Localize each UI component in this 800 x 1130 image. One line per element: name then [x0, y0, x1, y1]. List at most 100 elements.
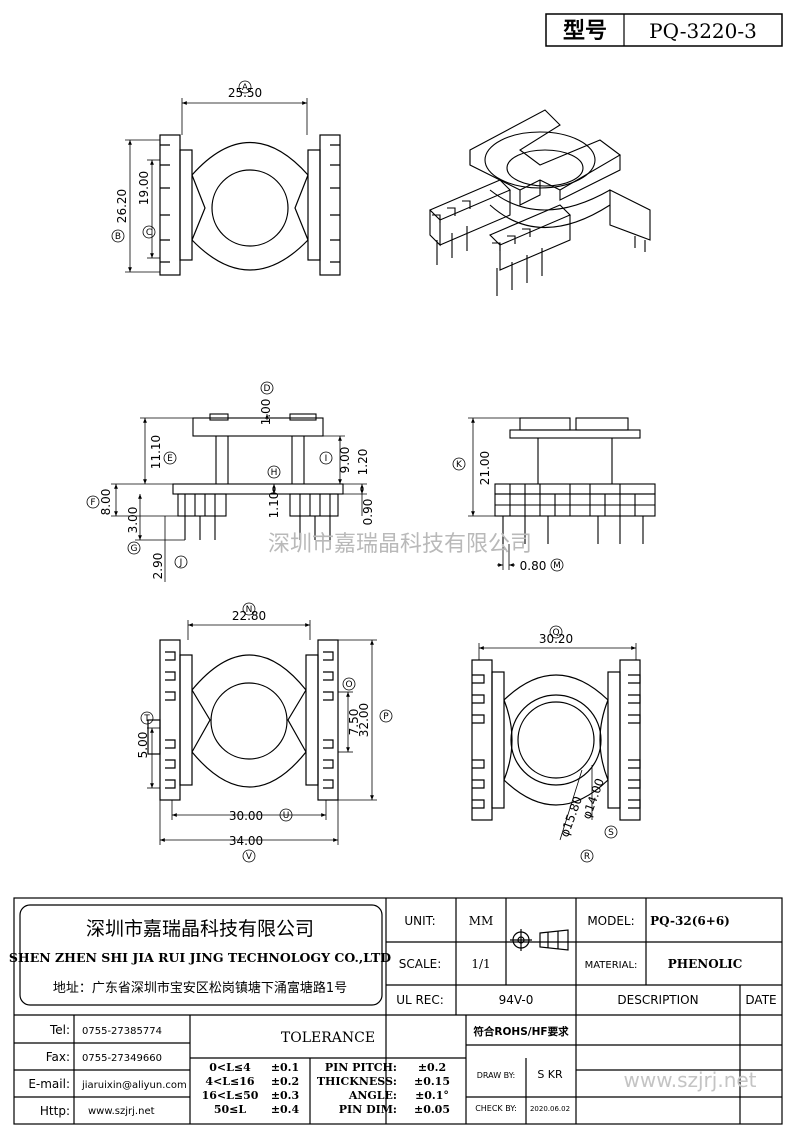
dim-Q: 30.20 [539, 632, 573, 646]
dim-A: 25.50 [228, 86, 262, 100]
dim-O: 7.50 [347, 709, 361, 736]
dim-C: 19.00 [137, 171, 151, 205]
isometric-view [429, 109, 651, 296]
label-Q: Q [552, 628, 559, 638]
model-value: PQ-32(6+6) [650, 914, 730, 928]
tol-itemval-1: ±0.15 [414, 1075, 450, 1088]
dim-T: 5.00 [136, 732, 150, 759]
label-R: R [584, 852, 590, 862]
label-G: G [131, 544, 138, 554]
scale-label: SCALE: [399, 957, 442, 971]
email-label: E-mail: [28, 1077, 70, 1091]
date-label: DATE [745, 993, 776, 1007]
tol-itemval-3: ±0.05 [414, 1103, 450, 1116]
tol-range-1: 4<L≤16 [205, 1075, 254, 1088]
label-U: U [283, 811, 290, 821]
tol-value-2: ±0.3 [271, 1089, 299, 1102]
label-M: M [553, 561, 561, 571]
dim-I2: 1.20 [356, 449, 370, 476]
dim-B: 26.20 [115, 189, 129, 223]
dim-Jb: 0.90 [361, 499, 375, 526]
front-view [172, 413, 344, 540]
tol-itemval-0: ±0.2 [418, 1061, 446, 1074]
label-O: O [345, 680, 352, 690]
ul-value: 94V-0 [499, 993, 534, 1007]
ul-label: UL REC: [396, 993, 444, 1007]
front-view-dimensions [86, 381, 367, 582]
tol-item-1: THICKNESS: [317, 1075, 397, 1088]
dim-M: 0.80 [520, 559, 547, 573]
tol-value-0: ±0.1 [271, 1061, 299, 1074]
watermark-url: www.szjrj.net [623, 1068, 756, 1092]
rohs-note: 符合ROHS/HF要求 [473, 1025, 569, 1038]
tolerance-table: 0<L≤4 ±0.1 PIN PITCH: ±0.2 4<L≤16 ±0.2 T… [202, 1061, 450, 1116]
label-C: C [146, 228, 152, 238]
label-E: E [167, 454, 173, 464]
company-address: 地址：广东省深圳市宝安区松岗镇塘下涌富塘路1号 [53, 980, 347, 996]
tol-value-1: ±0.2 [271, 1075, 299, 1088]
tol-range-2: 16<L≤50 [202, 1089, 259, 1102]
side-view-dimensions [452, 417, 564, 572]
label-N: N [246, 605, 253, 615]
unit-label: UNIT: [404, 914, 435, 928]
tel-label: Tel: [49, 1023, 70, 1037]
http-label: Http: [40, 1104, 70, 1118]
tol-value-3: ±0.4 [271, 1103, 300, 1116]
label-B: B [115, 232, 121, 242]
material-label: MATERIAL: [585, 960, 638, 971]
description-label: DESCRIPTION [617, 993, 698, 1007]
label-A: A [242, 83, 249, 93]
tol-range-0: 0<L≤4 [209, 1061, 251, 1074]
dim-I: 9.00 [338, 447, 352, 474]
draw-value: S KR [537, 1068, 563, 1081]
underside-view-dimensions [478, 625, 637, 863]
tol-range-3: 50≤L [214, 1103, 247, 1116]
dim-G: 3.00 [126, 507, 140, 534]
check-value: 2020.06.02 [530, 1105, 570, 1113]
model-label: MODEL: [587, 914, 634, 928]
dim-E: 11.10 [149, 435, 163, 469]
watermark-company: 深圳市嘉瑞晶科技有限公司 [268, 532, 532, 557]
label-P: P [383, 712, 389, 722]
draw-label: DRAW BY: [477, 1071, 515, 1080]
fax-label: Fax: [46, 1050, 70, 1064]
model-number-box: 型号 PQ-3220-3 [545, 13, 783, 47]
material-value: PHENOLIC [668, 957, 743, 971]
dim-D: 1.00 [259, 399, 273, 426]
label-V: V [246, 852, 253, 862]
tol-itemval-2: ±0.1° [415, 1089, 449, 1102]
bottom-view-dimensions [140, 602, 393, 863]
check-label: CHECK BY: [475, 1104, 517, 1113]
label-H: H [271, 468, 278, 478]
tolerance-title: TOLERANCE [281, 1030, 375, 1046]
label-F: F [90, 498, 95, 508]
title-block [13, 897, 783, 1125]
tol-item-0: PIN PITCH: [325, 1061, 397, 1074]
label-D: D [264, 384, 271, 394]
dim-P: 32.00 [357, 703, 371, 737]
top-view-dimensions [111, 80, 308, 273]
label-K: K [456, 460, 463, 470]
scale-value: 1/1 [471, 957, 490, 971]
label-J: J [179, 558, 183, 568]
tol-item-3: PIN DIM: [339, 1103, 397, 1116]
dim-N: 22.80 [232, 609, 266, 623]
label-S: S [608, 828, 614, 838]
unit-value: MM [469, 914, 494, 928]
tol-item-2: ANGLE: [348, 1089, 397, 1102]
tel-value: 0755-27385774 [82, 1026, 162, 1037]
label-T: T [143, 714, 150, 724]
dim-U: 30.00 [229, 809, 263, 823]
model-box-label: 型号 [563, 19, 607, 44]
dim-K: 21.00 [478, 451, 492, 485]
dim-V: 34.00 [229, 834, 263, 848]
model-box-value: PQ-3220-3 [649, 19, 757, 43]
dim-J: 2.90 [151, 553, 165, 580]
fax-value: 0755-27349660 [82, 1053, 162, 1064]
company-name-cn: 深圳市嘉瑞晶科技有限公司 [86, 918, 314, 940]
dim-F: 8.00 [99, 489, 113, 516]
underside-view [471, 659, 641, 821]
top-view [159, 134, 341, 276]
side-view [494, 417, 656, 544]
